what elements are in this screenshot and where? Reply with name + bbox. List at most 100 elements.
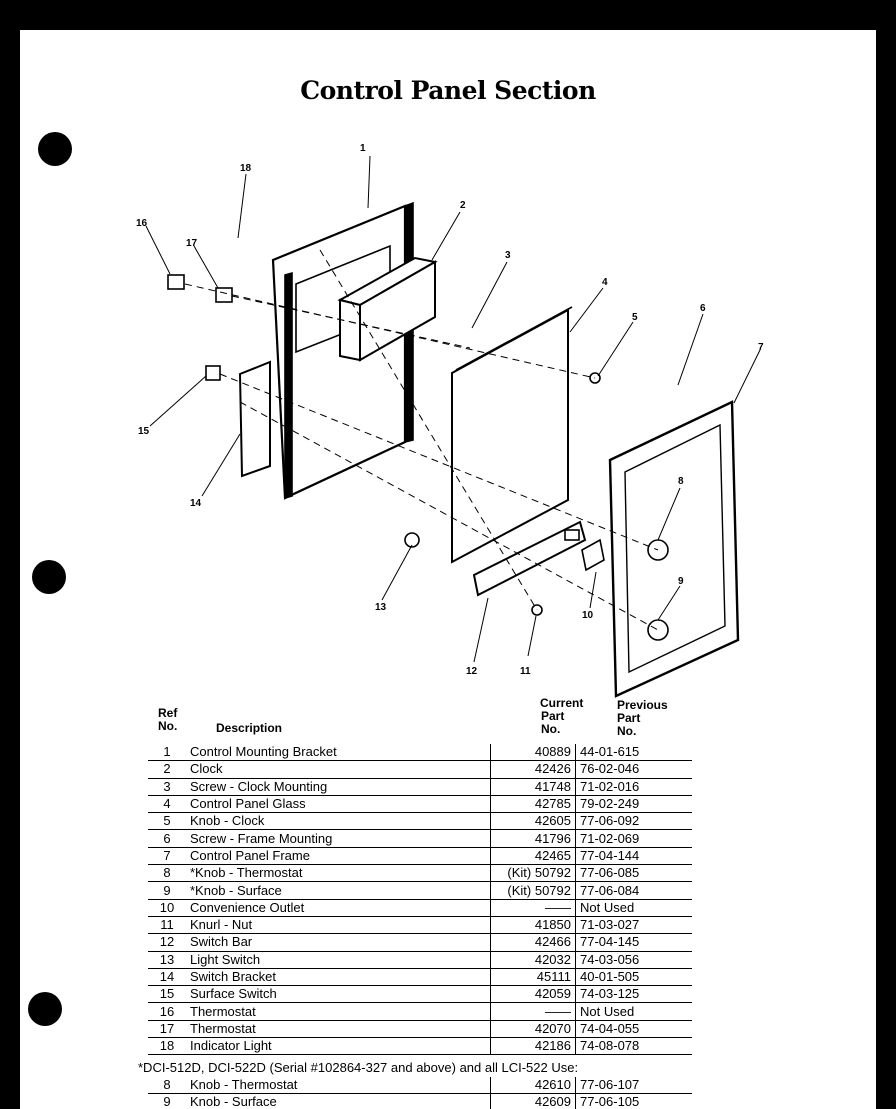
cell-previous: 77-06-092: [575, 812, 692, 831]
callout-1: 1: [360, 143, 366, 154]
cell-current: 41796: [490, 829, 576, 848]
callout-3: 3: [505, 250, 511, 261]
cell-desc: *Knob - Thermostat: [186, 864, 491, 883]
cell-desc: Switch Bar: [186, 933, 491, 952]
binder-hole-middle: [32, 560, 66, 594]
cell-current: ——: [490, 899, 576, 917]
cell-desc: Knob - Surface: [186, 1093, 491, 1109]
cell-current: 42609: [490, 1093, 576, 1109]
exploded-parts-diagram: [145, 155, 761, 698]
cell-ref: 6: [148, 829, 186, 848]
cell-previous: Not Used: [575, 1002, 692, 1021]
cell-current: 42610: [490, 1077, 576, 1095]
callout-10: 10: [582, 610, 594, 621]
cell-ref: 9: [148, 1093, 186, 1109]
cell-current: 42466: [490, 933, 576, 952]
cell-desc: Knurl - Nut: [186, 916, 491, 935]
cell-previous: 77-04-144: [575, 847, 692, 866]
cell-current: (Kit) 50792: [490, 864, 576, 883]
cell-current: 42465: [490, 847, 576, 866]
binder-hole-top: [38, 132, 72, 166]
cell-current: 42605: [490, 812, 576, 831]
cell-ref: 9: [148, 881, 186, 900]
cell-ref: 2: [148, 760, 186, 779]
callout-7: 7: [758, 342, 764, 353]
cell-desc: Knob - Clock: [186, 812, 491, 831]
cell-previous: 44-01-615: [575, 744, 692, 762]
cell-ref: 8: [148, 1077, 186, 1095]
cell-previous: 77-06-105: [575, 1093, 692, 1109]
cell-ref: 13: [148, 951, 186, 969]
page-title: Control Panel Section: [300, 76, 596, 105]
cell-previous: 74-03-125: [575, 985, 692, 1004]
cell-desc: Switch Bracket: [186, 968, 491, 987]
cell-desc: *Knob - Surface: [186, 881, 491, 900]
callout-8: 8: [678, 476, 684, 487]
cell-previous: 77-06-084: [575, 881, 692, 900]
cell-desc: Control Mounting Bracket: [186, 744, 491, 762]
cell-current: 41748: [490, 778, 576, 796]
cell-previous: 74-08-078: [575, 1037, 692, 1056]
callout-18: 18: [240, 163, 252, 174]
cell-ref: 16: [148, 1002, 186, 1021]
cell-previous: Not Used: [575, 899, 692, 917]
control-panel-frame: [608, 400, 740, 698]
callout-12: 12: [466, 666, 478, 677]
cell-ref: 14: [148, 968, 186, 987]
cell-ref: 12: [148, 933, 186, 952]
cell-desc: Screw - Frame Mounting: [186, 829, 491, 848]
footnote: *DCI-512D, DCI-522D (Serial #102864-327 …: [138, 1060, 579, 1075]
cell-current: (Kit) 50792: [490, 881, 576, 900]
cell-previous: 40-01-505: [575, 968, 692, 987]
cell-desc: Surface Switch: [186, 985, 491, 1004]
callout-2: 2: [460, 200, 466, 211]
cell-ref: 17: [148, 1020, 186, 1039]
callout-15: 15: [138, 426, 150, 437]
cell-current: 45111: [490, 968, 576, 987]
cell-previous: 74-04-055: [575, 1020, 692, 1039]
cell-desc: Convenience Outlet: [186, 899, 491, 917]
cell-desc: Thermostat: [186, 1002, 491, 1021]
cell-desc: Screw - Clock Mounting: [186, 778, 491, 796]
cell-previous: 74-03-056: [575, 951, 692, 969]
cell-desc: Light Switch: [186, 951, 491, 969]
cell-previous: 71-02-069: [575, 829, 692, 848]
cell-desc: Thermostat: [186, 1020, 491, 1039]
callout-9: 9: [678, 576, 684, 587]
cell-ref: 3: [148, 778, 186, 796]
callout-13: 13: [375, 602, 387, 613]
switch-bar: [472, 520, 587, 597]
cell-current: 42032: [490, 951, 576, 969]
cell-ref: 4: [148, 795, 186, 814]
cell-ref: 11: [148, 916, 186, 935]
callout-11: 11: [520, 666, 531, 677]
cell-current: 42426: [490, 760, 576, 779]
callout-4: 4: [602, 277, 608, 288]
cell-desc: Knob - Thermostat: [186, 1077, 491, 1095]
cell-previous: 77-06-107: [575, 1077, 692, 1095]
switch-bracket: [238, 360, 271, 478]
cell-previous: 71-02-016: [575, 778, 692, 796]
cell-ref: 8: [148, 864, 186, 883]
cell-previous: 76-02-046: [575, 760, 692, 779]
callout-17: 17: [186, 238, 198, 249]
cell-ref: 5: [148, 812, 186, 831]
cell-current: 42059: [490, 985, 576, 1004]
